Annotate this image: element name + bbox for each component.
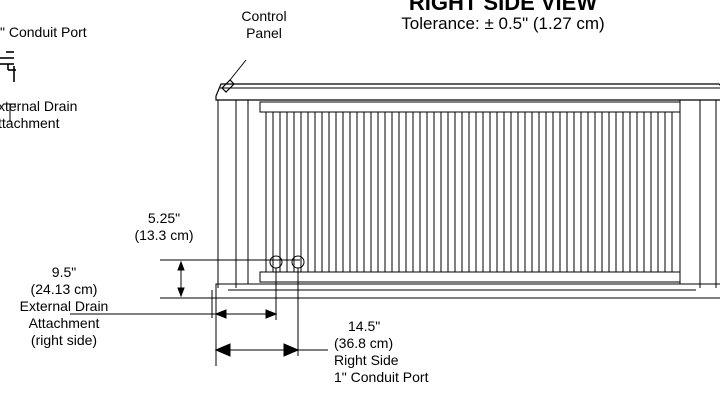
control-panel-line-2: Panel	[246, 25, 282, 41]
dimension-5-25-label: 5.25" (13.3 cm)	[124, 210, 204, 244]
dim-9-5-line-3: External Drain	[19, 298, 109, 314]
control-panel-marker	[221, 59, 247, 93]
view-title: RIGHT SIDE VIEW	[408, 0, 598, 15]
unit-base	[215, 283, 720, 299]
external-drain-left-line-2: ttachment	[0, 115, 60, 131]
dim-9-5-line-5: (right side)	[30, 332, 98, 348]
dim-14-5-cm: (36.8 cm)	[334, 335, 394, 351]
unit-top-cap	[215, 83, 720, 101]
dim-9-5-cm: (24.13 cm)	[30, 281, 98, 297]
dimension-9-5	[70, 268, 278, 320]
right-corner-post	[699, 100, 717, 288]
dim-9-5-line-4: Attachment	[28, 315, 100, 331]
external-drain-left-label: xternal Drain ttachment	[0, 98, 77, 132]
tolerance-note: Tolerance: ± 0.5" (1.27 cm)	[401, 14, 605, 33]
control-panel-label: Control Panel	[226, 8, 302, 42]
dim-5-25-inches: 5.25"	[147, 210, 181, 226]
left-conduit-symbol	[0, 51, 16, 82]
dimension-9-5-label: 9.5" (24.13 cm) External Drain Attachmen…	[4, 264, 124, 349]
left-corner-post	[217, 100, 237, 288]
dim-9-5-inches: 9.5"	[51, 264, 77, 280]
dimension-14-5	[214, 268, 328, 366]
louver-slats	[265, 112, 673, 272]
coil-panel	[247, 99, 681, 285]
dim-14-5-inches: 14.5"	[348, 318, 381, 334]
external-drain-left-line-1: xternal Drain	[0, 98, 78, 114]
dimension-5-25	[160, 259, 300, 299]
conduit-port-left-label: " Conduit Port	[0, 24, 87, 40]
control-panel-line-1: Control	[241, 8, 287, 24]
dimension-14-5-label: 14.5" (36.8 cm) Right Side 1" Conduit Po…	[334, 318, 428, 386]
left-drain-symbol	[4, 103, 16, 122]
dim-14-5-line-4: 1" Conduit Port	[334, 369, 429, 385]
dim-14-5-line-3: Right Side	[334, 352, 399, 368]
dim-5-25-cm: (13.3 cm)	[134, 227, 194, 243]
